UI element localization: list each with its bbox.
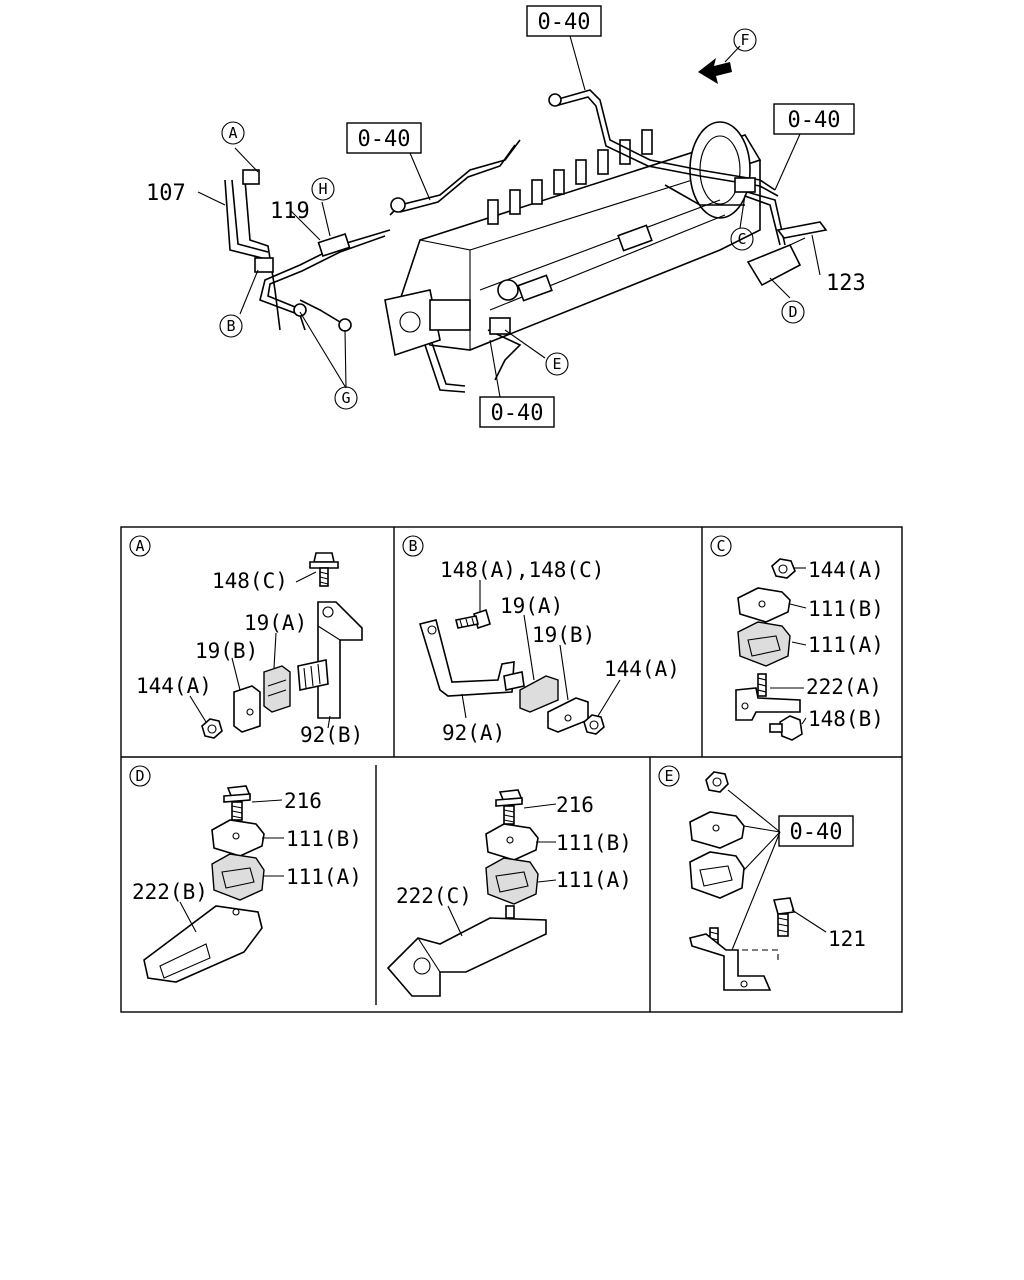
label-c-111b: 111(B) (808, 597, 884, 621)
label-a-92b: 92(B) (300, 723, 363, 747)
ref-box-3: 0-40 (788, 108, 841, 133)
label-a-148c: 148(C) (212, 569, 288, 593)
bracket-92a-drawing (418, 619, 515, 697)
callout-g: G (334, 386, 358, 410)
bolt-148b-c-drawing (769, 715, 803, 741)
nut-144a-c-drawing (771, 558, 796, 579)
label-e-121: 121 (828, 927, 866, 951)
svg-text:B: B (226, 317, 235, 335)
callout-b: B (219, 314, 243, 338)
fuel-pipes (224, 89, 786, 393)
nut-144a-drawing (201, 718, 223, 739)
label-b-19b: 19(B) (532, 623, 595, 647)
ref-box-1: 0-40 (538, 10, 591, 35)
svg-text:F: F (740, 31, 749, 49)
clamp-111a-d-drawing (211, 853, 265, 901)
label-b-19a: 19(A) (500, 594, 563, 618)
label-a-19b: 19(B) (195, 639, 258, 663)
clamp-lower-e-drawing (689, 851, 745, 899)
clip-19b-drawing (233, 685, 261, 733)
label-d-111a: 111(A) (286, 865, 362, 889)
main-assembly-view: 0-40 0-40 0-40 0-40 A B (146, 5, 866, 428)
ref-box-4: 0-40 (491, 401, 544, 426)
svg-text:H: H (318, 180, 327, 198)
view-arrow-f (698, 58, 732, 84)
part-123: 123 (826, 271, 866, 296)
clamp-111b-c-drawing (737, 587, 791, 623)
detail-b-letter: B (408, 537, 417, 555)
clamp-upper-e-drawing (689, 811, 745, 849)
bracket-222c-drawing (386, 917, 547, 997)
bolt-121-drawing (772, 897, 796, 937)
bracket-222b-drawing (143, 905, 263, 983)
label-b-148: 148(A),148(C) (440, 558, 604, 582)
detail-a-letter: A (135, 537, 144, 555)
ref-box-2-frame (346, 122, 422, 154)
label-b-92a: 92(A) (442, 721, 505, 745)
label-c-111a: 111(A) (808, 633, 884, 657)
ref-box-2: 0-40 (358, 127, 411, 152)
detail-e-letter: E (664, 767, 673, 785)
label-c-222a: 222(A) (806, 675, 882, 699)
callout-c: C (730, 227, 754, 251)
bracket-92b-drawing (317, 601, 363, 719)
bolt-216-d2-drawing (495, 789, 524, 825)
bolt-148a-drawing (455, 608, 491, 630)
label-d2-111a: 111(A) (556, 868, 632, 892)
detail-panel-b: B 148(A),148(C) 19(A) 19(B) 144(A) 92(A) (402, 535, 680, 745)
label-a-19a: 19(A) (244, 611, 307, 635)
ref-box-1-frame (526, 5, 602, 37)
bolt-216-drawing (223, 785, 252, 821)
label-d2-111b: 111(B) (556, 831, 632, 855)
injection-pump-drawing (384, 121, 762, 357)
svg-text:C: C (737, 230, 746, 248)
clamp-111a-c-drawing (737, 621, 791, 667)
clamp-111a-d2-drawing (485, 857, 539, 905)
label-c-148b: 148(B) (808, 707, 884, 731)
ref-box-3-frame (773, 103, 855, 135)
clip-19a-drawing (263, 665, 291, 713)
detail-panel-e: E 0-40 121 (658, 765, 866, 991)
detail-panel-a: A 148(C) 19(A) 19(B) (129, 535, 363, 747)
ref-box-e-frame (778, 815, 854, 847)
label-d2-222c: 222(C) (396, 884, 472, 908)
callout-d: D (781, 300, 805, 324)
callout-a: A (221, 121, 245, 145)
part-107: 107 (146, 181, 186, 206)
part-119: 119 (270, 199, 310, 224)
detail-panel-d2: 216 111(B) 111(A) 222(C) (386, 789, 632, 997)
delivery-valves (487, 129, 653, 225)
nut-e-drawing (705, 771, 729, 793)
bracket-e-drawing (689, 933, 772, 991)
svg-text:A: A (228, 124, 237, 142)
clip-19a-b-drawing (519, 675, 559, 713)
callout-e: E (545, 352, 569, 376)
svg-text:G: G (341, 389, 350, 407)
bracket-123 (746, 221, 828, 287)
callout-f: F (733, 28, 757, 52)
detail-c-letter: C (716, 537, 725, 555)
label-d-222b: 222(B) (132, 880, 208, 904)
callout-h: H (311, 177, 335, 201)
label-d-111b: 111(B) (286, 827, 362, 851)
detail-panel-c: C 144(A) 111(B) 111(A) 222(A) 148(B) (710, 535, 884, 741)
detail-grid (120, 526, 903, 1013)
nut-144a-b-drawing (583, 714, 605, 735)
label-c-144a: 144(A) (808, 558, 884, 582)
label-b-144a: 144(A) (604, 657, 680, 681)
svg-text:D: D (788, 303, 797, 321)
label-d-216: 216 (284, 789, 322, 813)
svg-text:E: E (552, 355, 561, 373)
ref-box-4-frame (479, 396, 555, 428)
label-a-144a: 144(A) (136, 674, 212, 698)
detail-panel-d: D 216 111(B) 111(A) 222(B) (129, 765, 362, 983)
detail-d-letter: D (135, 767, 144, 785)
bolt-148c-drawing (309, 552, 339, 587)
ref-box-e: 0-40 (790, 820, 843, 845)
label-d2-216: 216 (556, 793, 594, 817)
bracket-222a-drawing (735, 687, 801, 721)
